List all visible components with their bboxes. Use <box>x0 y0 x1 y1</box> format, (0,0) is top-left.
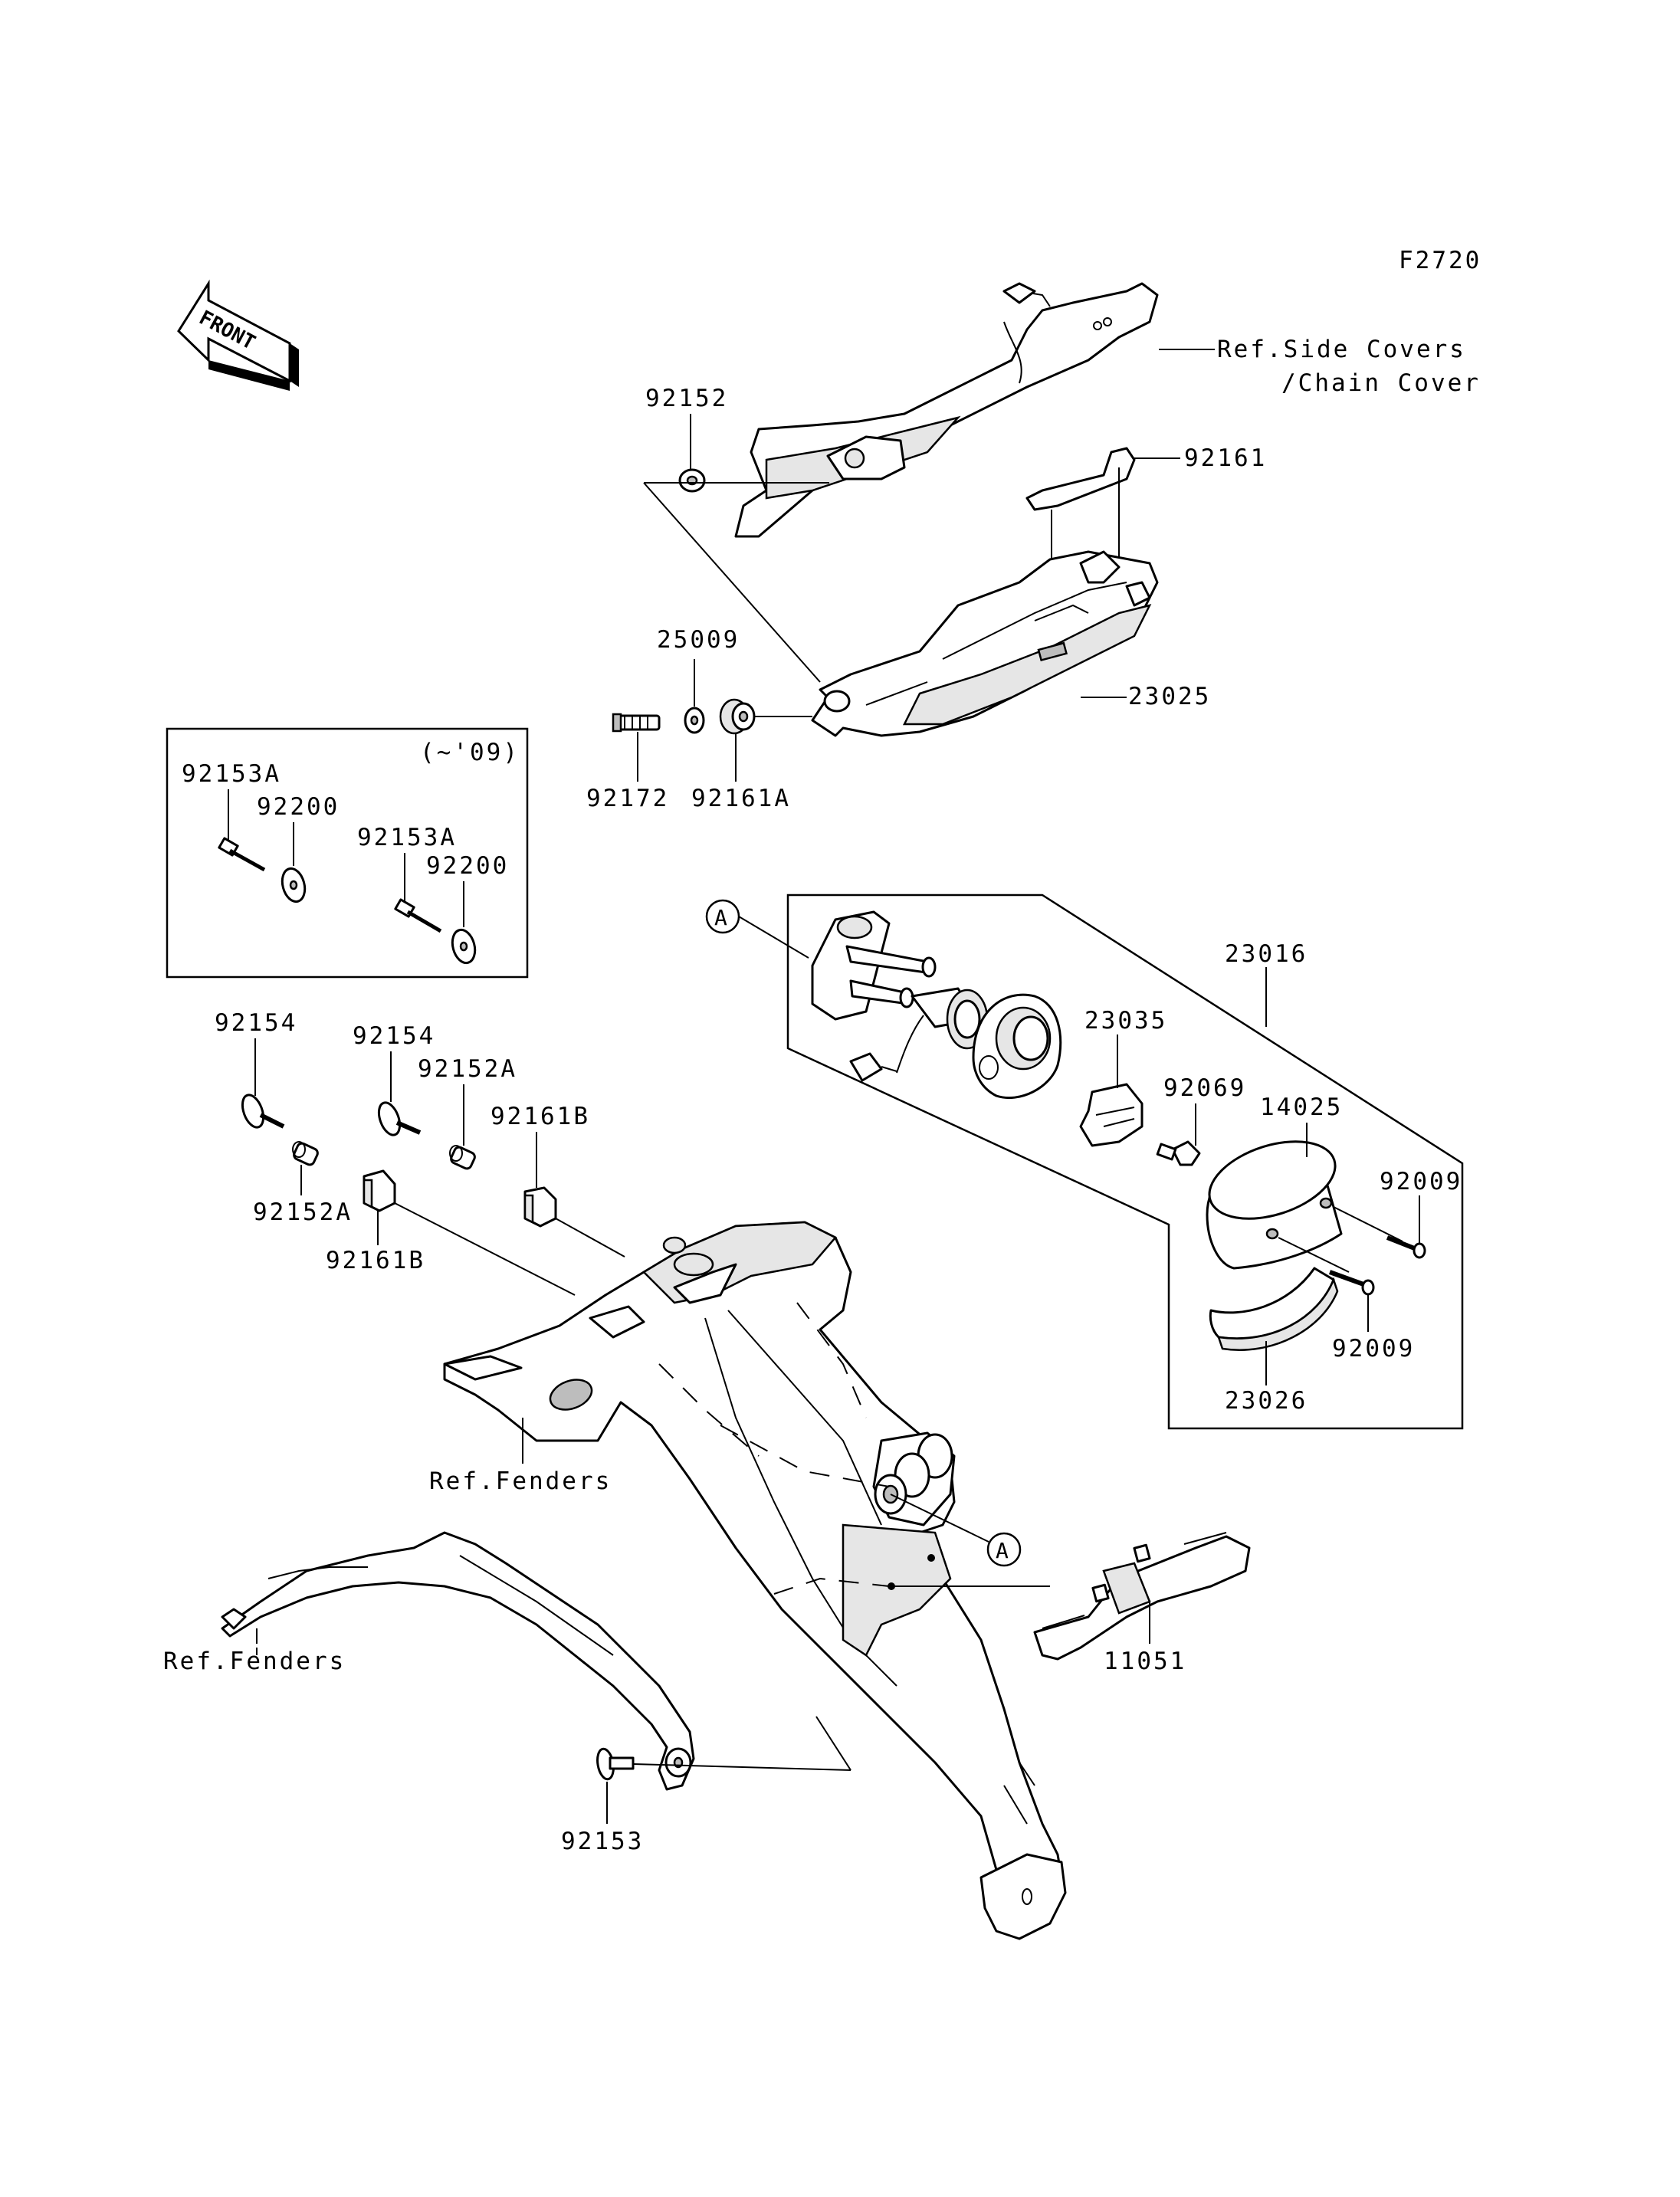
svg-text:A: A <box>996 1538 1009 1563</box>
part-25009: 25009 <box>657 626 740 654</box>
bolt-92154-2 <box>377 1101 422 1136</box>
ref-fenders-left: Ref.Fenders <box>163 1648 346 1675</box>
part-92153A-2: 92153A <box>357 824 457 851</box>
reflector-23026 <box>1209 1267 1339 1351</box>
part-23016: 23016 <box>1225 940 1308 968</box>
lamp-base-plate <box>811 910 937 1021</box>
part-92161B-2: 92161B <box>326 1247 425 1274</box>
part-92200-2: 92200 <box>426 852 509 880</box>
grommet-92161A <box>719 698 756 735</box>
wire-connector <box>849 1015 924 1082</box>
part-92154-1: 92154 <box>215 1009 297 1037</box>
part-92152-top: 92152 <box>645 385 728 412</box>
part-92172: 92172 <box>586 785 669 812</box>
part-92152A-2: 92152A <box>253 1199 353 1226</box>
part-92161: 92161 <box>1184 444 1267 472</box>
collar-92152A-1 <box>449 1145 476 1170</box>
collar-92152A-2 <box>292 1141 319 1166</box>
part-11051: 11051 <box>1104 1648 1186 1675</box>
front-arrow-icon: FRONT <box>177 279 299 391</box>
ref-fenders-center: Ref.Fenders <box>429 1467 612 1495</box>
lens-14025 <box>1206 1140 1343 1270</box>
screw-92172 <box>612 713 661 733</box>
screw-92009-2 <box>1328 1270 1375 1296</box>
part-92153: 92153 <box>561 1828 644 1855</box>
washer-25009 <box>684 707 705 734</box>
svg-text:A: A <box>714 905 727 930</box>
bracket-92161 <box>1025 447 1136 511</box>
washer-92200-2 <box>451 928 477 965</box>
part-92009-2: 92009 <box>1332 1335 1415 1362</box>
bulb-92069 <box>1156 1140 1201 1166</box>
ref-side-covers-line1: Ref.Side Covers <box>1217 336 1466 363</box>
version-inset-box <box>166 727 529 979</box>
screw-92153A-2 <box>394 898 442 933</box>
part-92153A-1: 92153A <box>182 760 281 788</box>
screw-92009-1 <box>1386 1235 1426 1259</box>
callout-a-lower: A <box>986 1532 1022 1567</box>
part-92009-1: 92009 <box>1380 1168 1462 1195</box>
ref-side-covers-line2: /Chain Cover <box>1281 369 1481 397</box>
version-note: (~'09) <box>420 739 520 766</box>
grommet-92161B-1 <box>523 1186 557 1228</box>
part-14025: 14025 <box>1260 1094 1343 1121</box>
callout-a-upper: A <box>705 899 740 934</box>
part-23035: 23035 <box>1084 1007 1167 1035</box>
license-bracket-11051 <box>1033 1532 1251 1661</box>
rear-fender-body <box>443 1221 1067 1940</box>
bolt-92153 <box>596 1747 635 1781</box>
washer-92200-1 <box>281 867 307 903</box>
part-23025: 23025 <box>1128 683 1211 710</box>
fender-stay <box>221 1531 695 1791</box>
side-cover-drawing <box>734 282 1159 538</box>
taillight-group-box <box>786 894 1464 1430</box>
part-92161A: 92161A <box>691 785 791 812</box>
part-23026: 23026 <box>1225 1387 1308 1415</box>
part-92161B-1: 92161B <box>491 1103 590 1130</box>
tail-cover-23025 <box>811 550 1159 737</box>
grommet-92152-top <box>678 468 706 493</box>
part-92069: 92069 <box>1163 1074 1246 1102</box>
bolt-92154-1 <box>241 1094 285 1129</box>
grommet-92161B-2 <box>363 1169 396 1212</box>
lamp-housing-ring <box>972 993 1062 1100</box>
part-92200-1: 92200 <box>257 793 340 821</box>
part-92152A-1: 92152A <box>418 1055 517 1083</box>
part-92154-2: 92154 <box>353 1022 435 1050</box>
clip-23035 <box>1079 1083 1144 1147</box>
screw-92153A-1 <box>218 837 266 872</box>
diagram-code: F2720 <box>1399 247 1481 274</box>
